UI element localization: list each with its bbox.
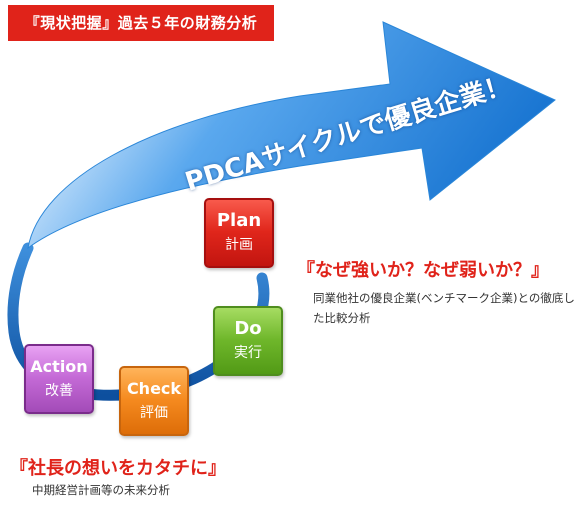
check-label: Check <box>126 379 182 398</box>
big-arrow <box>27 21 556 250</box>
do-box: Do 実行 <box>213 306 283 376</box>
management-heading: 『社長の想いをカタチに』 <box>10 458 226 479</box>
question-heading: 『なぜ強いか？なぜ弱いか？』 <box>297 260 549 281</box>
do-ja-label: 実行 <box>234 345 262 361</box>
plan-box: Plan 計画 <box>204 198 274 268</box>
page-title: 『現状把握』過去５年の財務分析 <box>8 5 274 41</box>
action-box: Action 改善 <box>24 344 94 414</box>
management-description: 中期経営計画等の未来分析 <box>32 483 170 497</box>
question-description: 同業他社の優良企業(ベンチマーク企業)との徹底した比較分析 <box>313 291 575 325</box>
do-label: Do <box>234 318 262 339</box>
action-label: Action <box>30 357 88 376</box>
plan-label: Plan <box>216 210 262 231</box>
check-ja-label: 評価 <box>140 405 168 421</box>
plan-ja-label: 計画 <box>225 237 253 253</box>
action-ja-label: 改善 <box>45 383 73 399</box>
check-box: Check 評価 <box>119 366 189 436</box>
